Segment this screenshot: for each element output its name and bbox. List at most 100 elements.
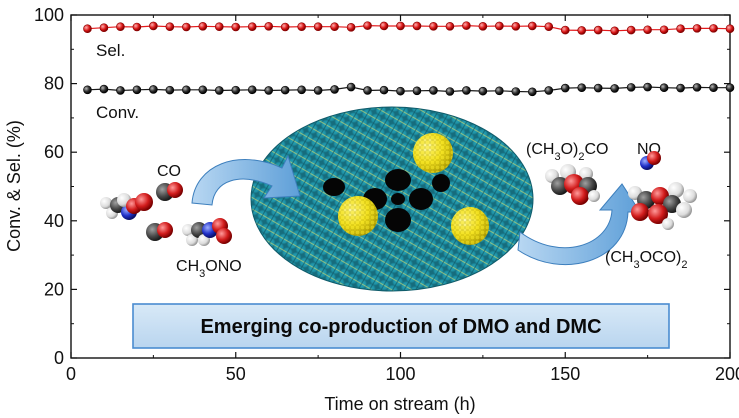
- data-point-conv: [330, 85, 339, 94]
- data-point-conv: [198, 85, 208, 95]
- dmo-molecule-icon: [628, 182, 697, 230]
- data-point-conv: [346, 82, 356, 92]
- data-point-conv: [544, 86, 554, 95]
- data-point-conv: [643, 82, 652, 92]
- data-point-sel: [247, 22, 257, 31]
- data-point-conv: [231, 85, 241, 95]
- data-point-conv: [478, 86, 488, 96]
- data-point-conv: [610, 84, 619, 93]
- data-point-sel: [462, 21, 471, 30]
- co-molecule-icon-2: [146, 222, 173, 241]
- no-molecule-icon: [640, 151, 661, 170]
- gold-cluster-top: [413, 133, 453, 173]
- axis-ticks: [70, 14, 731, 359]
- data-point-sel: [495, 21, 504, 31]
- data-point-conv: [626, 83, 636, 92]
- data-point-sel: [643, 25, 652, 35]
- data-point-sel: [725, 24, 735, 34]
- data-point-sel: [149, 21, 158, 31]
- catalyst-illustration: [250, 106, 534, 292]
- x-tick-label: 100: [385, 364, 415, 384]
- data-point-sel: [182, 22, 191, 32]
- y-tick-label: 0: [54, 348, 64, 368]
- x-tick-label: 50: [226, 364, 246, 384]
- data-point-sel: [676, 24, 685, 34]
- co-molecule-icon-1: [156, 182, 183, 201]
- methyl-nitrite-molecule-icon-2: [182, 218, 232, 246]
- x-tick-label: 200: [715, 364, 739, 384]
- data-point-sel: [83, 24, 92, 34]
- data-point-sel: [280, 22, 290, 32]
- data-point-conv: [247, 85, 257, 95]
- data-point-conv: [297, 85, 306, 95]
- data-point-conv: [495, 86, 504, 96]
- y-tick-label: 40: [44, 211, 64, 231]
- data-point-sel: [297, 22, 306, 31]
- data-point-sel: [593, 25, 603, 35]
- series-sel: [83, 21, 735, 36]
- data-point-conv: [132, 85, 142, 95]
- data-point-sel: [363, 21, 372, 30]
- data-point-sel: [99, 23, 109, 32]
- data-point-sel: [626, 25, 636, 35]
- data-point-sel: [379, 21, 389, 31]
- tick-labels: 050100150200020406080100: [34, 5, 739, 384]
- y-tick-label: 60: [44, 142, 64, 162]
- data-point-conv: [725, 83, 735, 93]
- data-point-conv: [692, 83, 702, 92]
- methyl-nitrite-molecule-icon-1: [100, 193, 153, 220]
- data-point-conv: [363, 86, 372, 95]
- banner-text: Emerging co-production of DMO and DMC: [200, 316, 601, 338]
- series-label-conv: Conv.: [96, 103, 139, 122]
- data-point-sel: [692, 24, 702, 33]
- data-point-conv: [429, 86, 438, 95]
- data-point-conv: [577, 83, 587, 93]
- data-point-sel: [478, 22, 488, 31]
- data-point-conv: [313, 86, 323, 95]
- data-point-conv: [165, 85, 175, 95]
- data-point-conv: [462, 86, 471, 95]
- series-conv: [83, 82, 735, 97]
- data-point-conv: [676, 83, 685, 93]
- data-point-conv: [214, 86, 224, 95]
- series-line-conv: [87, 86, 730, 93]
- data-point-sel: [231, 22, 241, 32]
- data-point-conv: [99, 84, 109, 94]
- dmo-label: (CH3OCO)2: [605, 249, 688, 271]
- data-point-sel: [560, 25, 570, 35]
- data-point-sel: [527, 21, 537, 31]
- data-point-sel: [577, 26, 587, 35]
- series-line-sel: [87, 24, 731, 32]
- data-point-conv: [280, 85, 290, 95]
- data-point-conv: [116, 86, 125, 95]
- data-point-sel: [709, 24, 718, 33]
- co-label: CO: [157, 163, 181, 180]
- y-tick-label: 20: [44, 279, 64, 299]
- x-tick-label: 0: [66, 364, 76, 384]
- data-point-conv: [511, 87, 521, 96]
- data-point-conv: [412, 86, 422, 96]
- data-point-conv: [149, 85, 158, 94]
- data-point-conv: [264, 86, 274, 95]
- data-point-sel: [511, 22, 521, 31]
- data-point-sel: [214, 22, 224, 31]
- data-point-sel: [346, 23, 356, 32]
- headline-banner: Emerging co-production of DMO and DMC: [132, 303, 670, 349]
- data-point-sel: [165, 22, 175, 31]
- dmc-label: (CH3O)2CO: [526, 141, 609, 163]
- dmc-molecule-icon: [545, 164, 600, 205]
- data-point-conv: [83, 85, 92, 95]
- gold-cluster-right: [451, 207, 489, 245]
- data-point-sel: [264, 22, 274, 31]
- data-point-conv: [659, 83, 669, 93]
- series-layer: [83, 21, 735, 97]
- data-point-sel: [445, 22, 455, 31]
- data-point-sel: [610, 26, 619, 36]
- data-point-sel: [116, 22, 125, 31]
- data-point-sel: [313, 22, 323, 31]
- x-axis-title: Time on stream (h): [324, 394, 475, 414]
- y-tick-label: 100: [34, 5, 64, 25]
- data-point-sel: [544, 22, 554, 31]
- data-point-conv: [396, 86, 405, 96]
